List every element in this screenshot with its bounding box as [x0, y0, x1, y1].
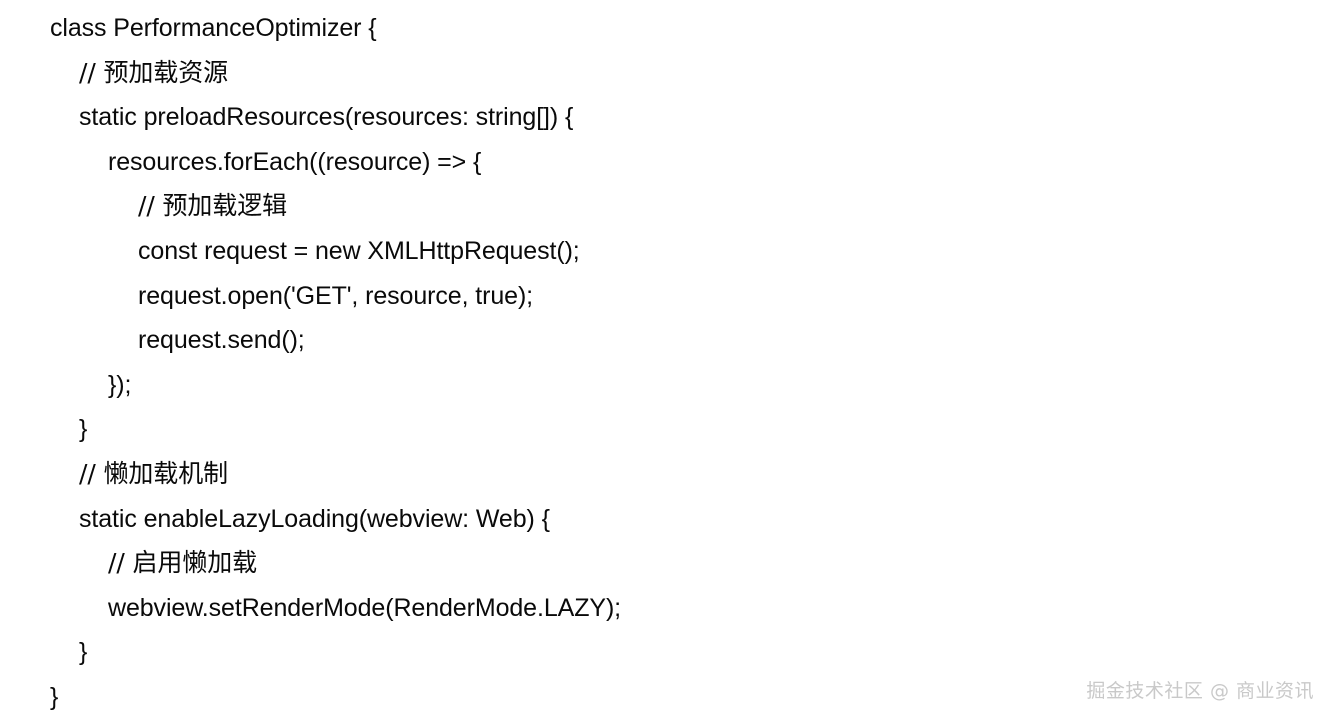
- code-line: request.open('GET', resource, true);: [138, 281, 534, 310]
- code-line: class PerformanceOptimizer {: [50, 14, 377, 42]
- code-comment-line: // 懒加载机制: [79, 458, 228, 488]
- watermark: 掘金技术社区 @ 商业资讯: [1086, 680, 1314, 702]
- code-line: resources.forEach((resource) => {: [108, 147, 482, 176]
- code-line: request.send();: [138, 326, 305, 355]
- code-line: static preloadResources(resources: strin…: [79, 103, 574, 132]
- code-comment-line: // 预加载资源: [79, 57, 228, 87]
- code-line: }: [79, 415, 88, 444]
- code-comment-line: // 预加载逻辑: [138, 191, 287, 221]
- code-line: const request = new XMLHttpRequest();: [138, 236, 580, 265]
- code-line: static enableLazyLoading(webview: Web) {: [79, 504, 550, 533]
- code-line: }: [79, 638, 88, 667]
- code-line: webview.setRenderMode(RenderMode.LAZY);: [108, 593, 622, 622]
- code-comment-line: // 启用懒加载: [108, 548, 257, 578]
- code-line: }: [50, 682, 59, 711]
- code-line: });: [108, 370, 132, 399]
